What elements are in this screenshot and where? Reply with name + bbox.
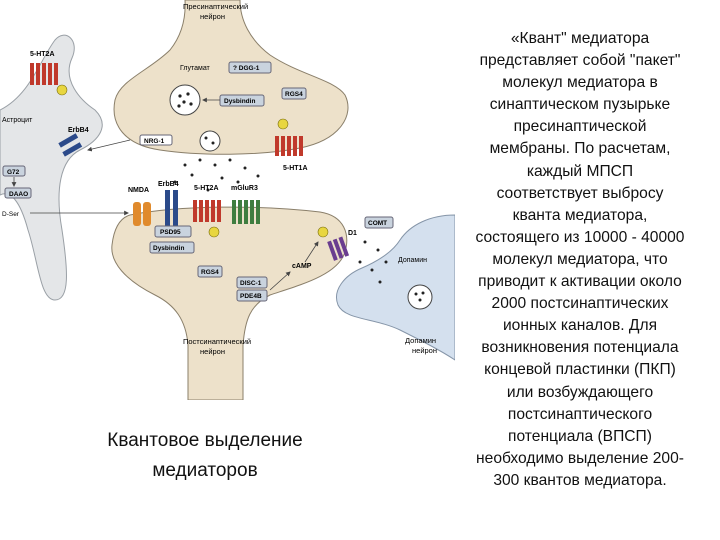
release-vesicle <box>199 130 221 152</box>
g-protein-ht2a <box>208 226 220 238</box>
dysbindin-bottom-box <box>149 241 195 254</box>
label-rgs4-bottom: RGS4 <box>201 269 219 276</box>
nmda-receptor <box>133 202 151 226</box>
disc1-box <box>236 276 268 289</box>
label-glutamate: Глутамат <box>180 65 211 72</box>
label-presynaptic-1: Пресинаптический <box>183 2 248 11</box>
caption-line-1: Квантовое выделение <box>107 430 303 451</box>
explanation-line: концевой пластинки (ПКП) <box>484 361 676 379</box>
label-dopamine-neuron-1: Допамин <box>405 336 436 345</box>
explanation-line: «Квант" медиатора <box>510 30 650 47</box>
ht2a-receptor-top <box>30 63 68 96</box>
g-protein-d1 <box>317 226 329 238</box>
comt-box <box>364 216 394 229</box>
explanation-line: постсинаптического <box>507 405 653 423</box>
label-mglur3: mGluR3 <box>231 185 258 192</box>
dysbindin-top-box <box>219 94 265 107</box>
label-ht2a-top: 5-HT2A <box>30 51 55 58</box>
label-pde4b: PDE4B <box>240 293 262 300</box>
label-g72: G72 <box>7 169 20 176</box>
mglur3-receptor <box>232 200 260 224</box>
pde4b-box <box>236 289 268 302</box>
label-erbb4-left: ErbB4 <box>68 127 89 134</box>
presynaptic-neuron <box>113 0 349 155</box>
label-nmda: NMDA <box>128 187 149 194</box>
d1-receptor <box>327 236 350 261</box>
label-comt: COMT <box>368 220 387 227</box>
label-daao: DAAO <box>9 191 28 198</box>
explanation-line: представляет собой "пакет" <box>479 52 681 70</box>
label-ht1a: 5-HT1A <box>283 165 308 172</box>
label-presynaptic-2: нейрон <box>200 12 225 21</box>
label-erbb4-mid: ErbB4 <box>158 181 179 188</box>
explanation-line: 2000 постсинаптических <box>491 295 669 313</box>
erbb4-receptor-mid <box>165 190 178 226</box>
explanation-line: потенциала (ВПСП) <box>508 427 652 445</box>
explanation-line: состоящего из 10000 - 40000 <box>475 228 685 246</box>
dopamine-vesicle <box>407 284 433 310</box>
postsynaptic-neuron <box>111 206 348 400</box>
ht1a-receptor <box>275 136 303 156</box>
label-dgg: ? DGG-1 <box>233 65 260 72</box>
explanation-line: пресинаптической <box>513 118 647 136</box>
label-postsynaptic-2: нейрон <box>200 347 225 356</box>
label-dopamine-neuron-2: нейрон <box>412 346 437 355</box>
explanation-line: каждый МПСП <box>526 162 634 180</box>
nrg1-box <box>139 134 173 146</box>
label-camp: cAMP <box>292 263 312 270</box>
explanation-line: возникновения потенциала <box>481 339 679 357</box>
caption-line-2: медиаторов <box>152 460 258 481</box>
explanation-line: синаптическом пузырьке <box>489 96 671 114</box>
label-dysbindin-bottom: Dysbindin <box>153 245 184 252</box>
neurotransmitter-dots <box>173 136 260 192</box>
synapse-diagram: 5-HT2A ErbB4 Астроцит G72 DAAO D-Ser Пре… <box>0 0 455 400</box>
label-postsynaptic-1: Постсинаптический <box>183 337 251 346</box>
label-dser: D-Ser <box>2 211 20 218</box>
daao-box <box>4 187 32 199</box>
rgs4-top-box <box>281 87 307 100</box>
psd95-box <box>154 225 192 238</box>
presynaptic-vesicle <box>169 84 201 116</box>
explanation-line: кванта медиатора, <box>512 206 648 224</box>
explanation-line: необходимо выделение 200- <box>476 449 684 467</box>
label-psd95: PSD95 <box>160 229 181 236</box>
explanation-text: «Квант" медиатора представляет собой "пак… <box>455 28 705 492</box>
label-d1: D1 <box>348 230 357 237</box>
explanation-line: молекул медиатора в <box>502 74 658 92</box>
label-nrg1: NRG-1 <box>144 138 165 145</box>
explanation-line: или возбуждающего <box>506 383 654 401</box>
astrocyte-body <box>0 34 103 301</box>
dopamine-neuron <box>336 214 455 361</box>
explanation-line: соответствует выбросу <box>496 184 664 202</box>
label-ht2a-mid: 5-HT2A <box>194 185 219 192</box>
label-rgs4-top: RGS4 <box>285 91 303 98</box>
explanation-line: молекул медиатора, что <box>492 250 668 268</box>
explanation-line: ионных каналов. Для <box>502 317 658 335</box>
label-disc1: DISC-1 <box>240 280 262 287</box>
ht2a-receptor-mid <box>193 200 221 222</box>
label-astrocyte: Астроцит <box>2 117 33 124</box>
explanation-line: приводит к активации около <box>478 273 682 291</box>
explanation-line: мембраны. По расчетам, <box>489 140 671 158</box>
label-dysbindin-top: Dysbindin <box>224 98 255 105</box>
dgg-box <box>228 61 272 74</box>
rgs4-bottom-box <box>197 265 223 278</box>
erbb4-receptor-left <box>58 133 83 157</box>
label-dopamine: Допамин <box>398 257 427 264</box>
g-protein-ht1a <box>277 118 289 130</box>
slide-caption: Квантовое выделение медиаторов <box>60 426 350 486</box>
explanation-line: 300 квантов медиатора. <box>493 471 667 489</box>
g72-box <box>2 165 26 177</box>
